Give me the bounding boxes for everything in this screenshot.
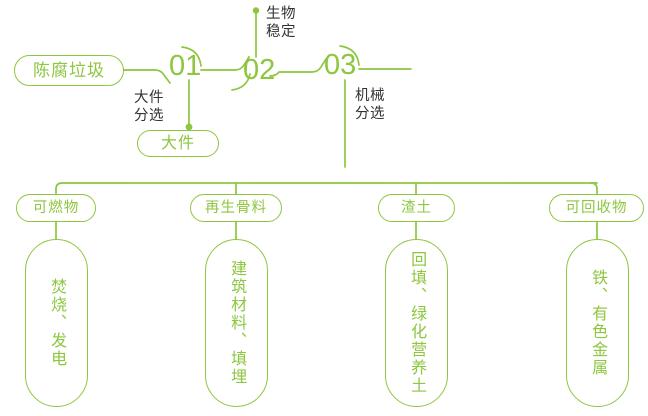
- box-slag-use[interactable]: 回填、绿化营养土: [385, 239, 448, 407]
- stage-number-03[interactable]: 03: [324, 49, 357, 81]
- node-category-slag-label: 渣土: [401, 199, 432, 216]
- annotation-stage03-line2: 分选: [355, 105, 385, 122]
- dot-stage01-drop: [185, 123, 193, 131]
- node-category-combustible-label: 可燃物: [32, 199, 80, 216]
- node-category-aggregate[interactable]: 再生骨料: [190, 194, 282, 222]
- node-bulky-output-label: 大件: [160, 134, 195, 152]
- bus-corner-1: [55, 182, 63, 190]
- annotation-stage01-line1: 大件: [134, 90, 164, 106]
- wire-source-to-stage01: [122, 69, 171, 84]
- box-combustible-use-text: 焚烧、发电: [48, 278, 66, 368]
- arc-stage02-bottom: [231, 73, 251, 91]
- box-aggregate-use[interactable]: 建筑材料、填埋: [205, 239, 268, 407]
- box-recyclable-use[interactable]: 铁、有色金属: [566, 239, 629, 407]
- stage-number-01[interactable]: 01: [169, 50, 202, 82]
- annotation-stage03: 机械 分选: [355, 88, 385, 123]
- node-source-waste[interactable]: 陈腐垃圾: [14, 55, 124, 86]
- box-aggregate-use-text: 建筑材料、填埋: [228, 260, 246, 386]
- node-category-recyclable[interactable]: 可回收物: [549, 194, 644, 222]
- node-category-slag[interactable]: 渣土: [378, 194, 455, 222]
- arc-stage03-top: [339, 45, 360, 66]
- node-bulky-output[interactable]: 大件: [137, 130, 219, 157]
- node-source-waste-label: 陈腐垃圾: [33, 61, 105, 80]
- node-category-combustible[interactable]: 可燃物: [16, 194, 96, 222]
- annotation-stage02-line2: 稳定: [266, 23, 296, 40]
- wire-stage01-to-stage02: [200, 56, 250, 71]
- wire-stage02-to-stage03: [269, 58, 327, 77]
- annotation-stage03-line1: 机械: [355, 88, 385, 104]
- dot-stage02-riser: [252, 7, 260, 14]
- node-category-aggregate-label: 再生骨料: [205, 199, 267, 216]
- annotation-stage02-line1: 生物: [266, 6, 296, 22]
- node-category-recyclable-label: 可回收物: [565, 199, 628, 216]
- annotation-stage02: 生物 稳定: [266, 6, 296, 41]
- arc-stage01-top: [181, 46, 202, 67]
- box-slag-use-text: 回填、绿化营养土: [408, 251, 426, 395]
- box-recyclable-use-text: 铁、有色金属: [589, 269, 607, 377]
- bus-corner-4: [590, 182, 598, 190]
- arc-stage02-left: [245, 56, 250, 71]
- box-combustible-use[interactable]: 焚烧、发电: [25, 239, 88, 407]
- annotation-stage01-line2: 分选: [134, 107, 164, 124]
- annotation-stage01: 大件 分选: [134, 90, 164, 125]
- stage-number-02[interactable]: 02: [243, 54, 276, 86]
